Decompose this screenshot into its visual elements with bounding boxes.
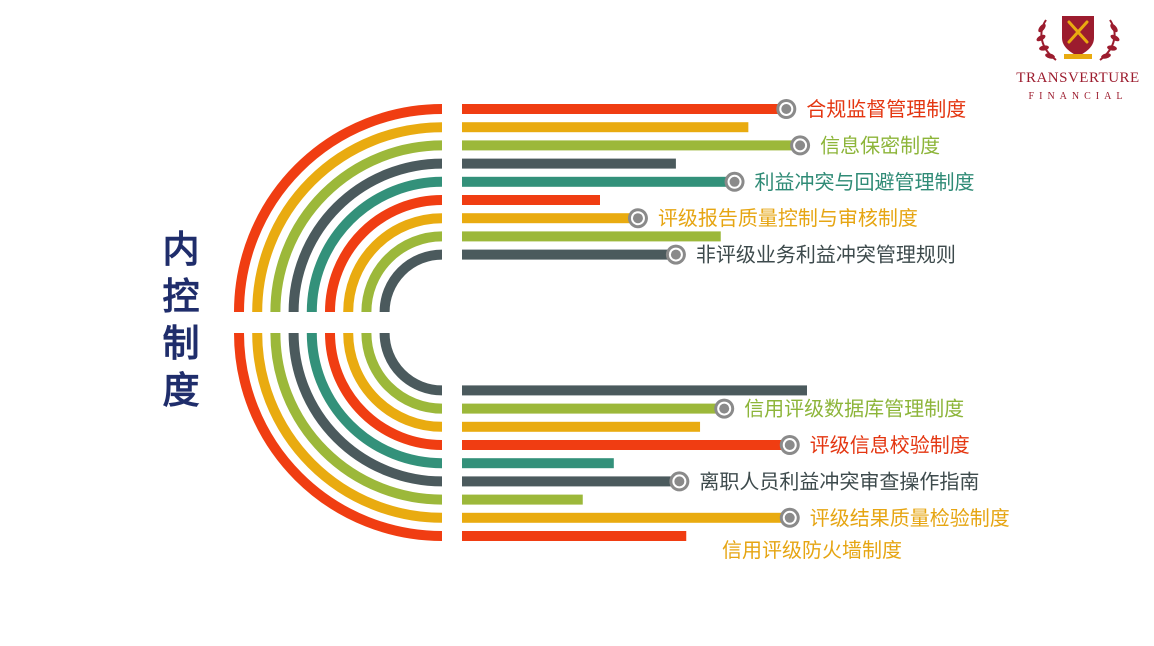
top-arc — [343, 213, 443, 313]
title-char: 制 — [162, 322, 200, 365]
marker-dot-icon — [784, 512, 795, 523]
bottom-bar — [462, 403, 725, 414]
bottom-bar — [462, 512, 790, 523]
top-bar — [462, 249, 676, 260]
bottom-bar-label: 离职人员利益冲突审查操作指南 — [699, 469, 979, 493]
bottom-bar-label: 信用评级防火墙制度 — [722, 538, 902, 562]
marker-dot-icon — [670, 249, 681, 260]
vertical-title: 内 控 制 度 — [158, 226, 204, 414]
logo-subtitle: FINANCIAL — [1028, 91, 1128, 102]
top-bar-label: 信息保密制度 — [820, 133, 940, 157]
marker-dot-icon — [719, 403, 730, 414]
bottom-bar-label: 评级结果质量检验制度 — [810, 506, 1010, 530]
bottom-bar — [462, 476, 680, 487]
title-char: 内 — [162, 228, 200, 271]
top-bar-label: 合规监督管理制度 — [806, 97, 966, 121]
title-char: 控 — [162, 275, 200, 318]
top-bar-label: 评级报告质量控制与审核制度 — [658, 206, 918, 230]
top-arc — [234, 104, 443, 313]
bottom-bar — [462, 385, 807, 396]
marker-dot-icon — [729, 176, 740, 187]
top-bar-label: 非评级业务利益冲突管理规则 — [696, 243, 956, 267]
top-arc — [270, 140, 443, 313]
marker-dot-icon — [795, 140, 806, 151]
title-char: 度 — [162, 369, 200, 412]
bottom-bar-label: 信用评级数据库管理制度 — [744, 397, 964, 421]
bottom-bar — [462, 494, 583, 505]
bottom-arc — [361, 332, 443, 414]
top-bar — [462, 176, 735, 187]
bottom-arc — [288, 332, 443, 487]
bottom-bar — [462, 458, 614, 469]
marker-dot-icon — [781, 104, 792, 114]
top-bar — [462, 140, 801, 151]
bottom-bar — [462, 440, 790, 450]
marker-dot-icon — [632, 213, 643, 224]
bottom-arc — [234, 332, 443, 541]
top-arc — [306, 176, 443, 313]
logo-name: TRANSVERTURE — [1016, 70, 1140, 86]
bottom-arc — [252, 332, 443, 523]
top-bar — [462, 122, 749, 133]
bottom-bar — [462, 531, 687, 541]
top-arc — [252, 122, 443, 313]
top-bar — [462, 213, 638, 224]
top-bar — [462, 231, 721, 242]
top-bar — [462, 158, 676, 169]
bottom-bar-label: 评级信息校验制度 — [810, 433, 970, 457]
top-arc — [379, 249, 443, 313]
bottom-arc — [306, 332, 443, 469]
top-bar — [462, 104, 787, 114]
top-bar-label: 利益冲突与回避管理制度 — [755, 170, 975, 194]
bottom-arc — [343, 332, 443, 432]
marker-dot-icon — [674, 476, 685, 487]
top-arc — [288, 158, 443, 313]
bottom-arc — [379, 332, 443, 396]
top-bar — [462, 195, 600, 205]
top-arc — [361, 231, 443, 313]
marker-dot-icon — [784, 440, 795, 450]
bottom-arc — [325, 332, 443, 450]
bottom-arc — [270, 332, 443, 505]
bottom-bar — [462, 421, 701, 432]
top-arc — [325, 195, 443, 313]
laurel-crest-logo-icon — [1036, 16, 1120, 61]
